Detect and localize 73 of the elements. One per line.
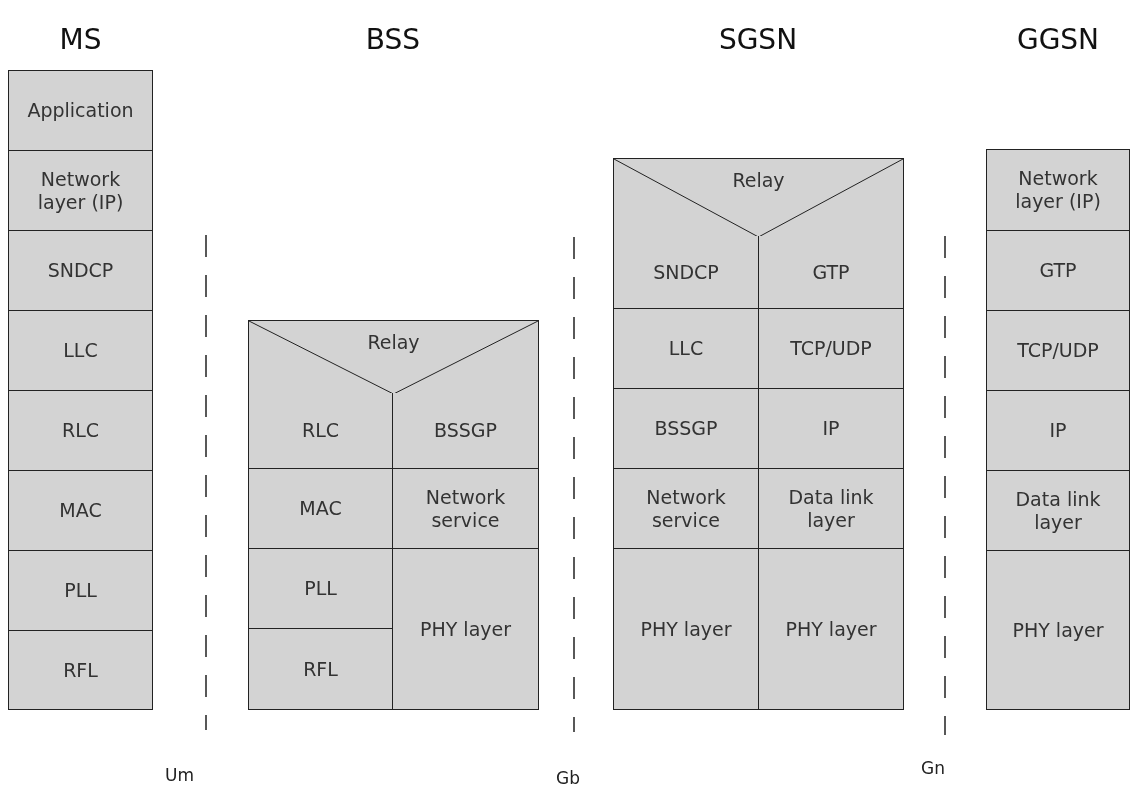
layer-label: SNDCP (47, 259, 114, 282)
protocol-layer-cell (8, 230, 153, 311)
layer-label: Data link layer (1014, 487, 1102, 534)
protocol-layer-cell (758, 468, 904, 549)
interface-label: Gb (556, 768, 580, 788)
protocol-layer-cell (986, 310, 1130, 391)
interface-label: Gn (921, 758, 945, 778)
layer-label: LLC (63, 339, 98, 362)
stack-heading: GGSN (1016, 22, 1100, 58)
protocol-layer-cell (248, 548, 393, 629)
protocol-layer-cell (392, 548, 539, 710)
layer-label: MAC (59, 499, 102, 522)
protocol-layer-cell (613, 468, 759, 549)
layer-label: Relay (732, 169, 785, 192)
layer-label: TCP/UDP (1017, 339, 1099, 362)
protocol-layer-cell (8, 470, 153, 551)
protocol-layer-cell (8, 390, 153, 471)
protocol-layer-cell (986, 149, 1130, 231)
protocol-layer-cell (248, 393, 393, 469)
relay-cell (248, 320, 539, 394)
protocol-layer-cell (8, 630, 153, 710)
protocol-layer-cell (986, 470, 1130, 551)
layer-label: PHY layer (1012, 618, 1104, 642)
protocol-layer-cell (986, 230, 1130, 311)
layer-label: PHY layer (640, 617, 732, 641)
stack-heading: BSS (365, 22, 421, 58)
protocol-layer-cell (8, 70, 153, 151)
layer-label: RLC (301, 419, 340, 442)
layer-label: RLC (61, 419, 100, 442)
protocol-layer-cell (613, 548, 759, 710)
layer-label: Network layer (IP) (1014, 167, 1102, 213)
protocol-layer-cell (8, 310, 153, 391)
layer-label: PLL (304, 577, 337, 600)
protocol-layer-cell (248, 628, 393, 710)
stack-heading: MS (59, 22, 102, 58)
layer-label: Application (27, 99, 134, 122)
protocol-layer-cell (613, 236, 759, 309)
layer-label: GTP (812, 260, 850, 284)
layer-label: Network layer (IP) (36, 167, 125, 214)
layer-label: RFL (63, 658, 98, 682)
layer-label: GTP (1039, 259, 1077, 282)
protocol-layer-cell (8, 550, 153, 631)
layer-label: Network service (645, 485, 727, 532)
layer-label: Relay (367, 331, 420, 354)
layer-label: SNDCP (653, 260, 719, 284)
layer-label: Data link layer (787, 485, 875, 532)
protocol-layer-cell (986, 390, 1130, 471)
interface-label: Um (165, 765, 194, 785)
layer-label: IP (822, 417, 840, 440)
protocol-layer-cell (248, 468, 393, 549)
stack-heading: SGSN (718, 22, 798, 58)
protocol-layer-cell (758, 388, 904, 469)
layer-label: MAC (299, 497, 342, 520)
protocol-layer-cell (392, 468, 539, 549)
protocol-layer-cell (8, 150, 153, 231)
layer-label: TCP/UDP (790, 337, 872, 360)
protocol-layer-cell (758, 236, 904, 309)
protocol-layer-cell (758, 548, 904, 710)
layer-label: PHY layer (419, 617, 512, 641)
layer-label: RFL (303, 657, 338, 681)
protocol-layer-cell (392, 393, 539, 469)
protocol-layer-cell (613, 388, 759, 469)
relay-cell (613, 158, 904, 237)
layer-label: BSSGP (434, 419, 497, 442)
layer-label: Network service (424, 485, 507, 532)
layer-label: LLC (668, 337, 704, 360)
layer-label: PHY layer (785, 617, 877, 641)
protocol-layer-cell (613, 308, 759, 389)
protocol-layer-cell (986, 550, 1130, 710)
layer-label: BSSGP (654, 417, 718, 440)
layer-label: PLL (64, 579, 97, 602)
protocol-layer-cell (758, 308, 904, 389)
layer-label: IP (1049, 419, 1067, 442)
